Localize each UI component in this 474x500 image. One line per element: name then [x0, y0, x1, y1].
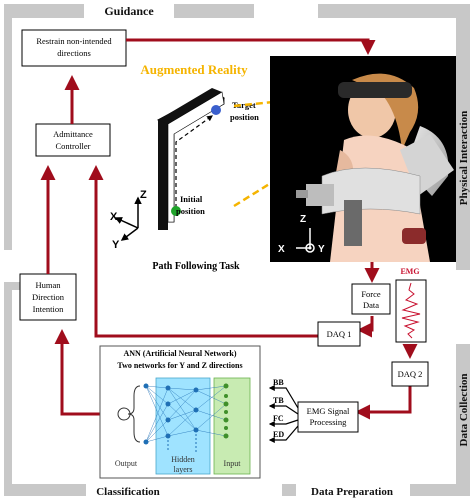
daq2-label: DAQ 2 [398, 369, 423, 379]
ann-input-label: Input [224, 459, 242, 468]
task-axis-x: X [110, 211, 118, 223]
target-label-line1: Target [232, 100, 256, 110]
ann-hidden-label-line1: Hidden [171, 455, 195, 464]
emg-processing-box: EMG Signal Processing [297, 401, 359, 433]
task-axes [114, 196, 142, 241]
hidden-layer-region [155, 377, 211, 475]
emg-waveform [401, 282, 421, 339]
emg-signal-box [395, 279, 427, 343]
target-label-line2: position [230, 112, 259, 122]
admittance-label-line1: Admittance [53, 129, 93, 139]
restrain-label-line2: directions [57, 48, 91, 58]
section-borders [4, 4, 470, 496]
ann-hidden-label-line2: layers [173, 465, 192, 474]
input-layer-region [213, 377, 251, 475]
path-line [175, 115, 213, 208]
channel-ed: ED [273, 430, 284, 439]
section-title-data-preparation: Data Preparation [311, 486, 393, 498]
hdi-label-line3: Intention [33, 304, 64, 314]
daq1-label: DAQ 1 [327, 329, 352, 339]
robot-photo: Z X Y [270, 56, 456, 262]
emg-label: EMG [400, 267, 419, 276]
path-task-caption: Path Following Task [152, 261, 240, 272]
force-data-box: Force Data [351, 283, 391, 315]
ann-block: ANN (Artificial Neural Network) Two netw… [99, 345, 261, 479]
path-following-task: Target position Initial position Z X Y P… [110, 88, 259, 272]
human-direction-intention-box: Human Direction Intention [19, 273, 77, 321]
section-title-guidance: Guidance [104, 4, 154, 18]
channel-arrows [268, 385, 299, 443]
emg-proc-label-line1: EMG Signal [307, 406, 350, 416]
task-axis-y: Y [112, 239, 120, 251]
restrain-label-line1: Restrain non-intended [36, 36, 112, 46]
photo-axes [288, 220, 315, 253]
emg-proc-label-line2: Processing [310, 417, 348, 427]
photo-axis-y: Y [318, 244, 325, 255]
initial-dot [171, 206, 181, 216]
augmented-reality-label: Augmented Reality [140, 62, 248, 77]
section-title-physical-interaction: Physical Interaction [458, 111, 470, 205]
hidden-nodes [143, 383, 199, 445]
section-title-data-collection: Data Collection [458, 373, 470, 446]
hdi-label-line2: Direction [32, 292, 65, 302]
photo-axis-z: Z [300, 214, 306, 225]
channel-tb: TB [273, 396, 284, 405]
admittance-label-line2: Controller [56, 141, 91, 151]
input-nodes [223, 383, 229, 439]
admittance-controller-box: Admittance Controller [35, 123, 111, 157]
channel-bb: BB [273, 378, 284, 387]
ann-output-label: Output [115, 459, 138, 468]
initial-label-line1: Initial [180, 194, 203, 204]
force-label-line1: Force [361, 289, 381, 299]
photo-axis-x: X [278, 244, 285, 255]
network-connections [145, 385, 227, 443]
ann-title: ANN (Artificial Neural Network) [123, 349, 236, 358]
force-label-line2: Data [363, 300, 379, 310]
daq1-box: DAQ 1 [317, 321, 361, 347]
hdi-label-line1: Human [35, 280, 61, 290]
restrain-box: Restrain non-intended directions [21, 29, 127, 67]
ann-subtitle: Two networks for Y and Z directions [117, 361, 242, 370]
section-title-classification: Classification [96, 486, 160, 498]
task-axis-z: Z [140, 189, 147, 201]
initial-label-line2: position [176, 206, 205, 216]
channel-fc: FC [273, 414, 284, 423]
target-dot [211, 105, 221, 115]
guidance-arrows [40, 38, 418, 420]
daq2-box: DAQ 2 [391, 361, 429, 387]
